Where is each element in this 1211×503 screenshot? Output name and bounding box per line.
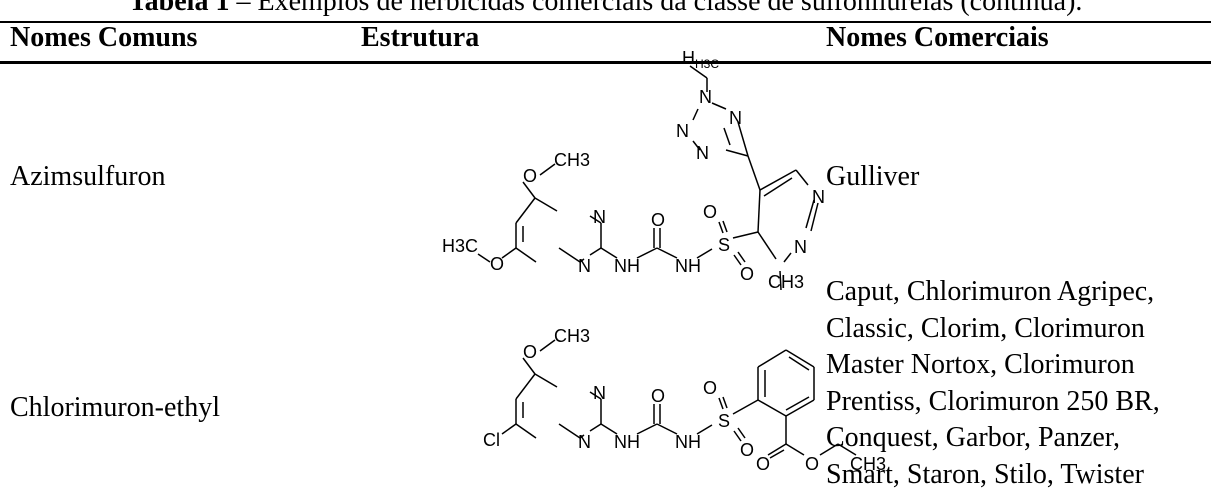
label-cl: Cl xyxy=(483,430,500,450)
label-o: O xyxy=(805,454,819,474)
trade-names-chlorimuron-ethyl: Caput, Chlorimuron Agripec, Classic, Clo… xyxy=(826,274,1160,493)
label-o: O xyxy=(740,440,754,460)
label-nh: NH xyxy=(614,432,640,452)
label-n: N xyxy=(794,237,807,257)
label-n: N xyxy=(578,432,591,452)
label-n: N xyxy=(696,143,709,163)
trade-line: Master Nortox, Clorimuron xyxy=(826,349,1135,380)
top-rule xyxy=(0,21,1211,23)
label-s: S xyxy=(718,235,730,255)
label-ch3: CH3 xyxy=(768,272,804,292)
label-o: O xyxy=(756,454,770,474)
structure-chlorimuron-ethyl: O CH3 N N Cl O O O S NH NH O O CH3 xyxy=(483,326,886,474)
label-o: O xyxy=(651,210,665,230)
label-ch3: CH3 xyxy=(554,326,590,346)
label-h3c: H3C xyxy=(442,236,478,256)
label-h3c: HH3C xyxy=(682,48,719,71)
label-n: N xyxy=(578,256,591,276)
label-o: O xyxy=(703,378,717,398)
header-common-names: Nomes Comuns xyxy=(10,22,198,53)
common-name-chlorimuron-ethyl: Chlorimuron-ethyl xyxy=(10,392,220,423)
common-name-azimsulfuron: Azimsulfuron xyxy=(10,161,166,192)
label-ch3: CH3 xyxy=(554,150,590,170)
label-o: O xyxy=(651,386,665,406)
label-nh: NH xyxy=(614,256,640,276)
label-o: O xyxy=(703,202,717,222)
trade-names-azimsulfuron: Gulliver xyxy=(826,161,920,192)
label-o: O xyxy=(490,254,504,274)
label-o: O xyxy=(523,166,537,186)
label-n: N xyxy=(729,108,742,128)
header-trade-names: Nomes Comerciais xyxy=(826,22,1049,53)
table-caption: Tabela 1 – Exemplos de herbicidas comerc… xyxy=(0,0,1211,18)
caption-label: Tabela 1 xyxy=(128,0,230,17)
label-n: N xyxy=(593,207,606,227)
header-structure: Estrutura xyxy=(361,22,480,53)
trade-line: Prentiss, Clorimuron 250 BR, xyxy=(826,385,1160,417)
label-n: N xyxy=(812,187,825,207)
structure-azimsulfuron: HH3C N N N N O CH3 N N O O O S N N O H3C… xyxy=(442,48,825,292)
trade-line: Conquest, Garbor, Panzer, xyxy=(826,422,1121,453)
caption-text: – Exemplos de herbicidas comerciais da c… xyxy=(229,0,1083,17)
label-n: N xyxy=(676,121,689,141)
label-o: O xyxy=(740,264,754,284)
label-n: N xyxy=(593,383,606,403)
label-o: O xyxy=(523,342,537,362)
label-nh: NH xyxy=(675,432,701,452)
trade-line: Caput, Chlorimuron Agripec, xyxy=(826,276,1155,307)
header-rule xyxy=(0,61,1211,64)
label-nh: NH xyxy=(675,256,701,276)
label-s: S xyxy=(718,411,730,431)
trade-line: Smart, Staron, Stilo, Twister xyxy=(826,458,1144,490)
trade-line: Classic, Clorim, Clorimuron xyxy=(826,312,1145,344)
label-n: N xyxy=(699,87,712,107)
label-ch3: CH3 xyxy=(850,454,886,474)
